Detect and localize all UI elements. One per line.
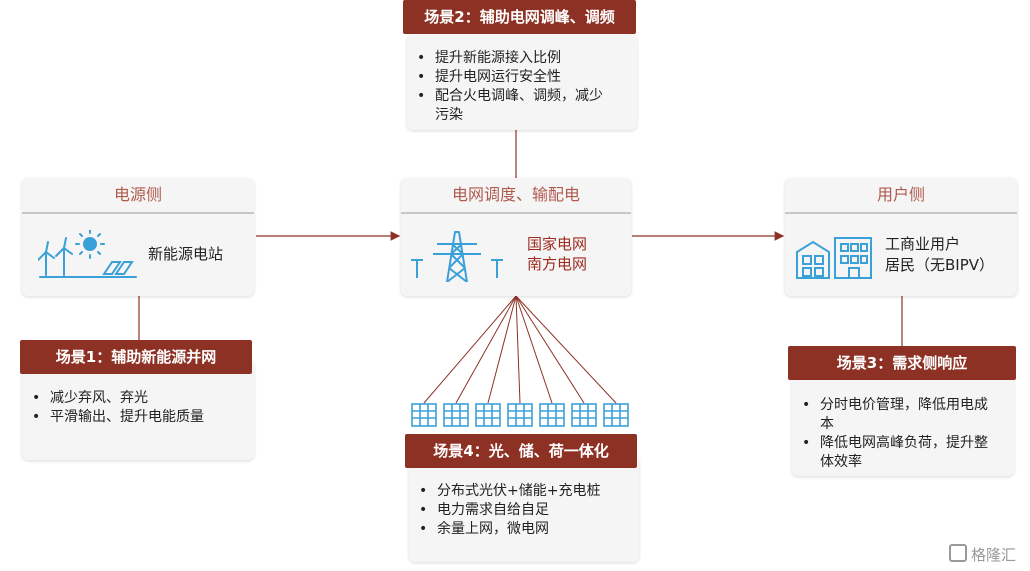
solar-panel-icon [507,403,533,427]
scenario1-item: 平滑输出、提升电能质量 [22,408,254,427]
wind-solar-icon [38,230,137,278]
scenario4-item: 分布式光伏+储能+充电桩 [409,482,639,501]
scenario2-item: 提升新能源接入比例 [407,49,637,68]
source-label: 新能源电站 [148,245,224,263]
scenario2-title: 场景2：辅助电网调峰、调频 [403,0,636,34]
scenario1-list: 减少弃风、弃光 平滑输出、提升电能质量 [22,360,254,460]
solar-panel-icon [539,403,565,427]
scenario4-title: 场景4：光、储、荷一体化 [405,434,637,468]
solar-panel-icon [571,403,597,427]
grid-title: 电网调度、输配电 [401,178,631,214]
solar-panel-icon [475,403,501,427]
source-card: 电源侧 新能源电站 [22,178,254,296]
scenario3-list: 分时电价管理，降低用电成本 降低电网高峰负荷，提升整体效率 [792,370,1014,476]
grid-card: 电网调度、输配电 国家电网 南方电网 [401,178,631,296]
scenario3-title: 场景3：需求侧响应 [788,346,1016,380]
buildings-icon [796,237,872,279]
scenario2-item: 配合火电调峰、调频，减少污染 [407,87,615,125]
fan-lines [423,295,617,404]
scenario1-title: 场景1：辅助新能源并网 [20,340,252,374]
watermark-logo-icon [948,544,967,562]
user-label-residential: 居民（无BIPV） [885,256,995,274]
solar-panel-icon [603,403,629,427]
grid-label-state-grid: 国家电网 [527,235,588,253]
solar-panel-icon [411,403,437,427]
solar-panels-row [411,403,629,427]
watermark-text: 格隆汇 [970,546,1016,564]
watermark: 格隆汇 [948,544,1016,565]
scenario2-item: 提升电网运行安全性 [407,68,637,87]
scenario1-item: 减少弃风、弃光 [22,389,254,408]
scenario4-list: 分布式光伏+储能+充电桩 电力需求自给自足 余量上网，微电网 [409,456,639,562]
user-label-commercial: 工商业用户 [885,235,961,253]
scenario4-item: 余量上网，微电网 [409,520,639,539]
scenario3-item: 降低电网高峰负荷，提升整体效率 [792,434,990,472]
scenario4-item: 电力需求自给自足 [409,501,639,520]
source-title: 电源侧 [22,178,254,214]
solar-panel-icon [443,403,469,427]
user-card: 用户侧 工商业用户 居民（无BIPV） [785,178,1017,296]
scenario3-item: 分时电价管理，降低用电成本 [792,396,990,434]
scenario2-list: 提升新能源接入比例 提升电网运行安全性 配合火电调峰、调频，减少污染 [407,34,637,130]
grid-label-southern-grid: 南方电网 [527,255,588,273]
user-title: 用户侧 [785,178,1017,214]
power-tower-icon [411,231,503,282]
